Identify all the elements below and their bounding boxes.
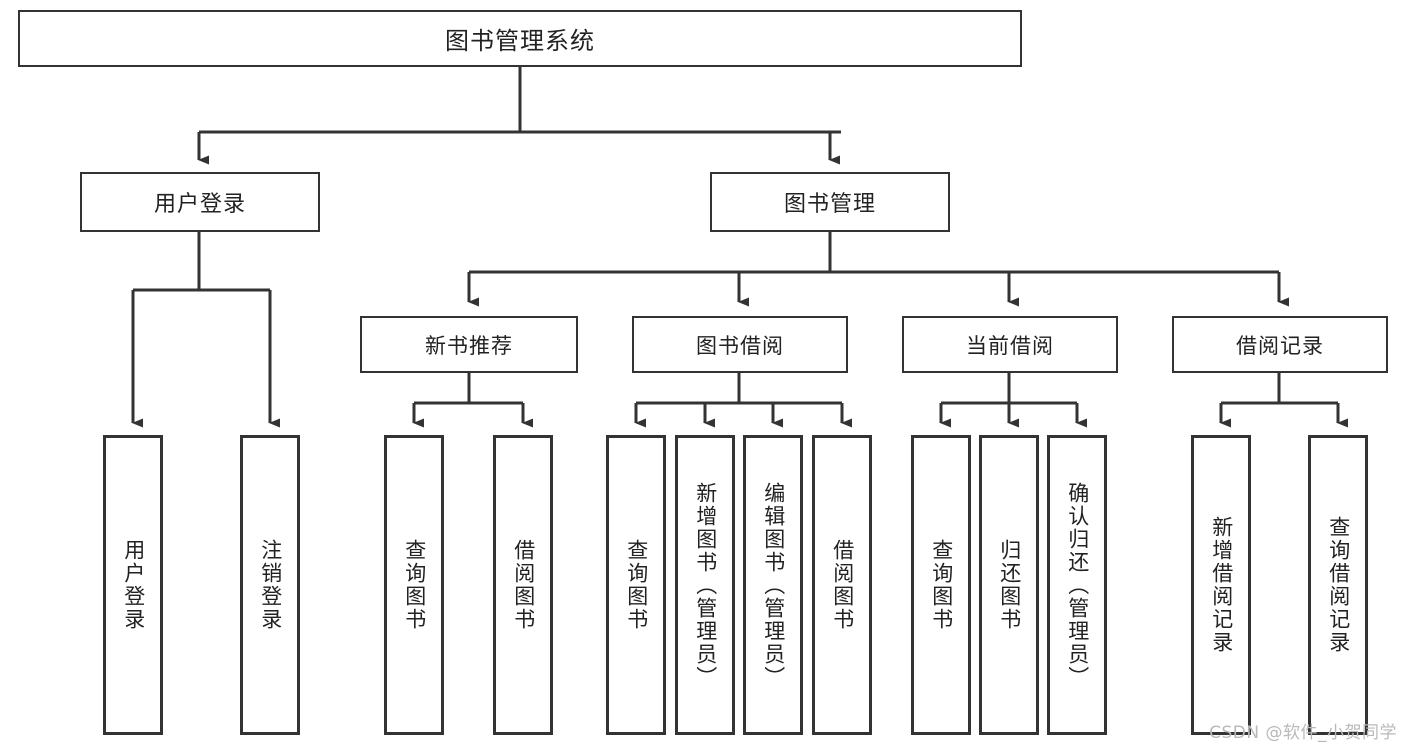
node-current-borrow[interactable]: 当前借阅 — [902, 316, 1118, 373]
node-book-borrow-label: 图书借阅 — [696, 333, 784, 358]
node-borrow-records[interactable]: 借阅记录 — [1172, 316, 1388, 373]
node-leaf-add-borrow-record-label: 新增借阅记录 — [1209, 516, 1234, 654]
node-leaf-query-book-borrow-label: 查询图书 — [624, 539, 649, 631]
node-new-book-recommend-label: 新书推荐 — [425, 333, 513, 358]
node-leaf-add-book-admin[interactable]: 新增图书（管理员） — [675, 435, 735, 735]
node-leaf-return-book-label: 归还图书 — [997, 539, 1022, 631]
node-root-label: 图书管理系统 — [445, 27, 595, 55]
node-leaf-edit-book-admin-label: 编辑图书（管理员） — [761, 481, 786, 689]
node-leaf-query-borrow-record[interactable]: 查询借阅记录 — [1308, 435, 1368, 735]
node-leaf-query-book-current[interactable]: 查询图书 — [911, 435, 971, 735]
node-leaf-query-borrow-record-label: 查询借阅记录 — [1326, 516, 1351, 654]
node-user-login-label: 用户登录 — [153, 192, 246, 217]
node-book-borrow[interactable]: 图书借阅 — [632, 316, 848, 373]
node-leaf-logout[interactable]: 注销登录 — [240, 435, 300, 735]
watermark: CSDN @软件_小贺同学 — [1209, 723, 1397, 743]
node-leaf-query-book-current-label: 查询图书 — [929, 539, 954, 631]
node-leaf-query-book-borrow[interactable]: 查询图书 — [606, 435, 666, 735]
node-leaf-user-login[interactable]: 用户登录 — [103, 435, 163, 735]
node-leaf-borrow-book-new-label: 借阅图书 — [511, 539, 536, 631]
node-user-login[interactable]: 用户登录 — [80, 172, 320, 232]
node-leaf-user-login-label: 用户登录 — [121, 539, 146, 631]
node-current-borrow-label: 当前借阅 — [966, 333, 1054, 358]
node-leaf-query-book-new[interactable]: 查询图书 — [384, 435, 444, 735]
node-book-management-label: 图书管理 — [783, 192, 876, 217]
node-leaf-confirm-return-admin-label: 确认归还（管理员） — [1065, 481, 1090, 689]
node-borrow-records-label: 借阅记录 — [1236, 333, 1324, 358]
node-root[interactable]: 图书管理系统 — [18, 10, 1022, 67]
node-new-book-recommend[interactable]: 新书推荐 — [360, 316, 578, 373]
node-leaf-borrow-book-label: 借阅图书 — [830, 539, 855, 631]
node-leaf-edit-book-admin[interactable]: 编辑图书（管理员） — [743, 435, 803, 735]
node-leaf-logout-label: 注销登录 — [258, 539, 283, 631]
node-leaf-add-borrow-record[interactable]: 新增借阅记录 — [1191, 435, 1251, 735]
node-leaf-add-book-admin-label: 新增图书（管理员） — [693, 481, 718, 689]
node-leaf-confirm-return-admin[interactable]: 确认归还（管理员） — [1047, 435, 1107, 735]
node-leaf-query-book-new-label: 查询图书 — [402, 539, 427, 631]
node-leaf-return-book[interactable]: 归还图书 — [979, 435, 1039, 735]
node-leaf-borrow-book-new[interactable]: 借阅图书 — [493, 435, 553, 735]
node-leaf-borrow-book[interactable]: 借阅图书 — [812, 435, 872, 735]
node-book-management[interactable]: 图书管理 — [710, 172, 950, 232]
